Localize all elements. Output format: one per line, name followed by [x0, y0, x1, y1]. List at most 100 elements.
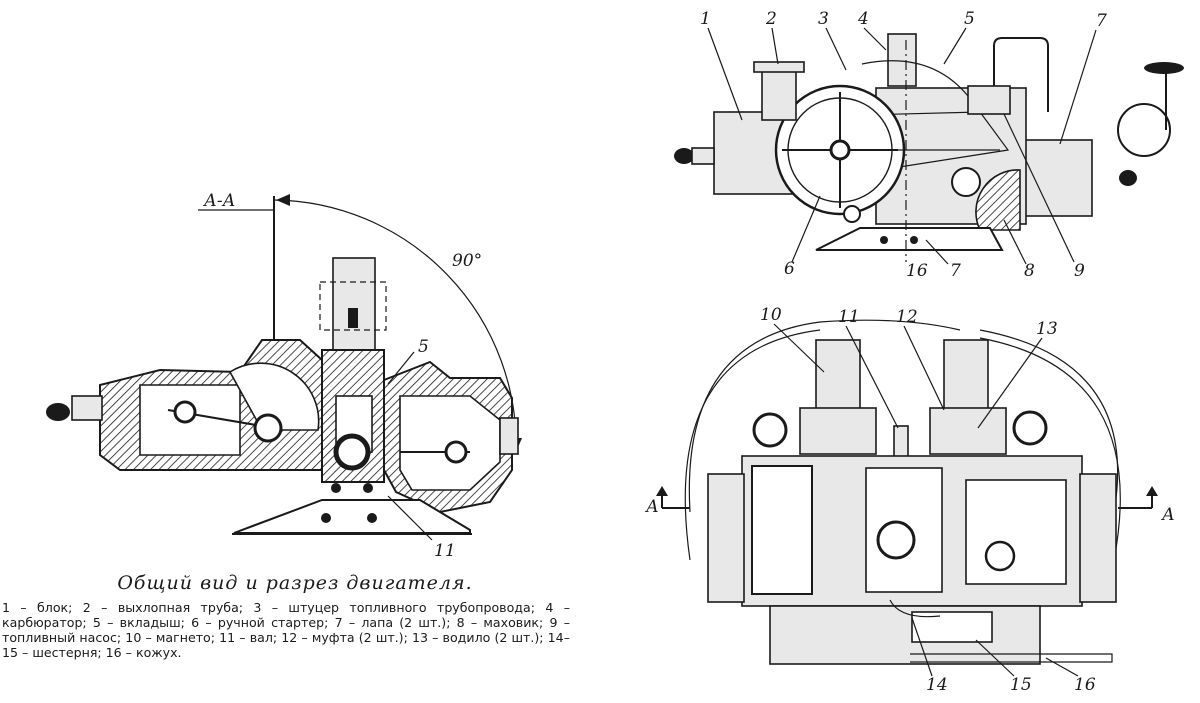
leader-5 — [387, 351, 415, 385]
gear-housing — [769, 605, 1041, 665]
leader-8 — [1003, 219, 1027, 265]
side-foot — [815, 227, 1004, 251]
caption-title: Общий вид и разрез двигателя. — [117, 572, 473, 594]
foot-bolt-1 — [321, 513, 331, 523]
cover-left — [751, 465, 813, 595]
leader-11-top — [845, 325, 899, 429]
side-label-8: 8 — [1024, 261, 1035, 281]
cut-label-right: А — [1161, 505, 1175, 525]
handle-wheel — [1117, 103, 1171, 157]
side-exhaust-cap — [753, 61, 805, 73]
top-label-13: 13 — [1036, 319, 1058, 339]
cut-label-left: А — [645, 497, 659, 517]
fuel-line — [993, 37, 1049, 112]
cut-head-left — [656, 486, 668, 496]
leader-4 — [863, 27, 887, 51]
side-plug-left-body — [691, 147, 715, 165]
pin-right — [444, 440, 468, 464]
starter-hub — [829, 139, 851, 161]
side-label-1: 1 — [700, 9, 711, 29]
section-label-11: 11 — [434, 541, 456, 561]
side-label-7-top: 7 — [1096, 11, 1107, 31]
side-plug-left — [674, 148, 694, 164]
piston-pin — [173, 400, 197, 424]
top-label-10: 10 — [760, 305, 782, 325]
angle-label: 90° — [452, 251, 482, 271]
plug-right — [499, 417, 519, 455]
leader-3 — [825, 27, 847, 71]
exhaust-flange-left — [752, 412, 788, 448]
leader-13 — [977, 337, 1043, 429]
section-label-5: 5 — [418, 337, 429, 357]
fuel-pump-top — [984, 540, 1016, 572]
side-label-16: 16 — [906, 261, 928, 281]
leader-2 — [771, 27, 779, 65]
lead-3 — [979, 329, 1119, 513]
cover-right — [965, 479, 1067, 585]
bolt-1 — [363, 483, 373, 493]
head-right — [1079, 473, 1117, 603]
fuel-pipe — [861, 60, 969, 97]
block-right — [1021, 139, 1093, 217]
leader-15 — [975, 639, 1015, 677]
head-left — [707, 473, 745, 603]
handle-knob — [1144, 62, 1184, 74]
top-label-12: 12 — [896, 307, 918, 327]
crank-pin — [253, 413, 283, 443]
side-label-4: 4 — [857, 9, 869, 29]
magneto-left — [815, 339, 861, 411]
magneto-base-right — [929, 407, 1007, 455]
flywheel-center — [951, 167, 981, 197]
leader-6 — [791, 195, 821, 263]
bolt-2 — [331, 483, 341, 493]
leader-12 — [903, 325, 945, 411]
section-label: А-А — [203, 191, 236, 211]
side-fuel-pump — [967, 85, 1011, 115]
leader-1 — [707, 27, 743, 121]
leader-7-top — [1059, 29, 1097, 145]
section-view: А-А 90° — [46, 191, 522, 561]
top-cover — [910, 653, 1113, 663]
top-label-14: 14 — [926, 675, 948, 695]
crank-sector — [228, 362, 320, 431]
arc-arrow-start — [276, 194, 290, 206]
lead-1 — [688, 319, 961, 513]
top-view: А А 10 11 12 13 14 15 16 — [645, 305, 1175, 695]
leader-5-side — [943, 27, 967, 65]
side-label-9: 9 — [1074, 261, 1085, 281]
exhaust-pipe — [332, 257, 376, 353]
side-label-2: 2 — [765, 9, 777, 29]
leader-7 — [925, 239, 949, 265]
leader-11 — [387, 495, 433, 541]
cut-head-right — [1146, 486, 1158, 496]
exhaust-flange-right — [1012, 410, 1048, 446]
spark-plug-left-cap — [46, 403, 70, 421]
side-view: 1 2 3 4 5 7 6 16 7 8 9 — [674, 9, 1184, 281]
foot-bolt-2 — [367, 513, 377, 523]
side-plug-right — [1119, 170, 1137, 186]
top-shaft — [893, 425, 909, 461]
side-flywheel — [975, 169, 1021, 231]
exhaust-hidden — [319, 281, 387, 331]
side-label-6: 6 — [784, 259, 795, 279]
side-foot-bolt-1 — [880, 236, 888, 244]
side-carburetor — [887, 33, 917, 87]
side-label-7: 7 — [950, 261, 961, 281]
starter-lug — [843, 205, 861, 223]
side-label-3: 3 — [818, 9, 829, 29]
fuel-tube — [889, 599, 941, 618]
carb-top — [876, 520, 916, 560]
shaft-bearing — [333, 433, 371, 471]
side-exhaust — [761, 65, 797, 121]
leader-10 — [773, 323, 825, 373]
magneto-base-left — [799, 407, 877, 455]
leader-9 — [1003, 113, 1075, 263]
figure-caption: Общий вид и разрез двигателя. — [0, 572, 590, 598]
magneto-right — [943, 339, 989, 411]
caption-legend: 1 – блок; 2 – выхлопная труба; 3 – штуце… — [2, 600, 570, 660]
top-label-11: 11 — [838, 307, 860, 327]
leader-14 — [911, 617, 933, 677]
spark-plug-left — [71, 395, 103, 421]
lead-4 — [979, 337, 1121, 561]
